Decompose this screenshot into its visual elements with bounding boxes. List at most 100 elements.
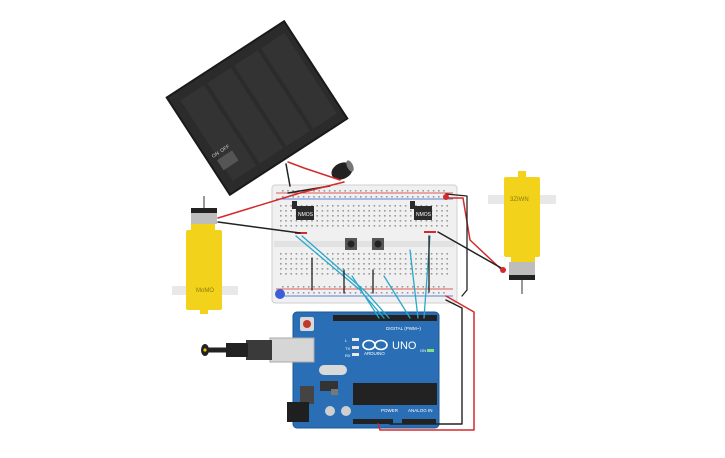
diode-component[interactable] xyxy=(275,289,285,299)
breadboard-hole xyxy=(441,225,443,227)
usb-cable[interactable] xyxy=(201,337,315,363)
breadboard-hole xyxy=(404,253,407,255)
transistor-left[interactable]: NMOS xyxy=(292,201,314,220)
breadboard-hole xyxy=(300,273,303,275)
breadboard-hole xyxy=(420,205,422,207)
breadboard-hole xyxy=(287,286,289,288)
breadboard-hole xyxy=(342,253,344,255)
capacitor[interactable] xyxy=(329,159,356,183)
breadboard-hole xyxy=(443,190,445,192)
breadboard-hole xyxy=(380,292,383,294)
breadboard-hole xyxy=(285,215,287,217)
push-button-left[interactable] xyxy=(345,238,357,250)
battery-pack[interactable]: ON OFF xyxy=(165,19,349,197)
breadboard-hole xyxy=(446,258,448,260)
motor-left[interactable]: MoMO xyxy=(172,196,238,314)
digital-header[interactable] xyxy=(333,315,437,321)
motor-right[interactable]: 3ZIWN xyxy=(488,171,556,294)
breadboard-hole xyxy=(280,273,282,275)
breadboard-hole xyxy=(417,292,419,294)
breadboard-hole xyxy=(432,190,435,192)
breadboard-hole xyxy=(406,286,409,288)
arduino-uno[interactable]: DIGITAL (PWM~) L TX RX ARDUINO UNO ON PO… xyxy=(287,311,440,429)
breadboard-hole xyxy=(342,210,344,212)
breadboard-hole xyxy=(436,220,438,222)
wire-blue[interactable] xyxy=(383,275,411,319)
wire-blue[interactable] xyxy=(301,235,390,319)
wire-blue[interactable] xyxy=(409,249,419,319)
breadboard-hole xyxy=(363,273,365,275)
wire-red[interactable] xyxy=(217,181,345,219)
breadboard-hole xyxy=(354,196,357,198)
analog-header[interactable] xyxy=(402,419,436,424)
breadboard-hole xyxy=(349,196,352,198)
breadboard-hole xyxy=(297,292,300,294)
breadboard-hole xyxy=(352,215,355,217)
breadboard-hole xyxy=(373,273,376,275)
breadboard-hole xyxy=(342,225,344,227)
breadboard-hole xyxy=(285,210,287,212)
breadboard-hole xyxy=(417,196,419,198)
breadboard-hole xyxy=(323,286,326,288)
breadboard-hole xyxy=(396,196,398,198)
breadboard-hole xyxy=(389,225,391,227)
breadboard-hole xyxy=(438,190,440,192)
breadboard-hole xyxy=(443,286,445,288)
breadboard-hole xyxy=(436,253,438,255)
breadboard-hole xyxy=(378,273,381,275)
power-header-label: POWER xyxy=(381,408,399,413)
breadboard-hole xyxy=(417,286,419,288)
breadboard-hole xyxy=(422,292,424,294)
breadboard-hole xyxy=(358,273,360,275)
wire-black[interactable] xyxy=(285,163,291,187)
breadboard-hole xyxy=(344,286,346,288)
breadboard-hole xyxy=(334,292,336,294)
breadboard-hole xyxy=(292,190,294,192)
breadboard-hole xyxy=(373,268,376,270)
power-header[interactable] xyxy=(353,419,393,424)
breadboard-hole xyxy=(308,196,310,198)
wires[interactable] xyxy=(217,161,504,431)
connector-dot[interactable] xyxy=(443,194,449,200)
breadboard-hole xyxy=(297,196,300,198)
wire-black[interactable] xyxy=(445,193,468,297)
transistor-right[interactable]: NMOS xyxy=(410,201,432,220)
breadboard-hole xyxy=(326,225,329,227)
wire-red[interactable] xyxy=(377,295,475,431)
battery-switch[interactable] xyxy=(216,150,239,171)
wire-red[interactable] xyxy=(287,161,341,181)
breadboard-hole xyxy=(380,196,383,198)
wire-black[interactable] xyxy=(437,231,504,270)
breadboard[interactable] xyxy=(271,184,458,304)
breadboard-hole xyxy=(334,286,336,288)
breadboard-hole xyxy=(404,258,407,260)
breadboard-hole xyxy=(295,225,298,227)
breadboard-hole xyxy=(368,225,370,227)
breadboard-hole xyxy=(290,263,292,265)
breadboard-hole xyxy=(334,190,336,192)
breadboard-hole xyxy=(446,215,448,217)
connector-dot[interactable] xyxy=(500,267,506,273)
breadboard-hole xyxy=(446,210,448,212)
breadboard-hole xyxy=(410,273,412,275)
wire-blue[interactable] xyxy=(351,275,380,319)
breadboard-hole xyxy=(339,286,341,288)
breadboard-hole xyxy=(363,215,365,217)
wire-blue[interactable] xyxy=(295,235,385,319)
breadboard-hole xyxy=(446,268,448,270)
push-button-right[interactable] xyxy=(372,238,384,250)
breadboard-hole xyxy=(363,205,365,207)
power-jack[interactable] xyxy=(287,402,309,422)
breadboard-hole xyxy=(316,258,318,260)
breadboard-hole xyxy=(337,215,339,217)
breadboard-hole xyxy=(313,196,315,198)
breadboard-hole xyxy=(399,268,402,270)
wire-black[interactable] xyxy=(389,299,463,425)
breadboard-hole xyxy=(282,286,284,288)
breadboard-hole xyxy=(337,258,339,260)
breadboard-hole xyxy=(290,273,292,275)
breadboard-hole xyxy=(422,286,424,288)
breadboard-hole xyxy=(430,258,433,260)
wire-black[interactable] xyxy=(217,221,301,234)
breadboard-hole xyxy=(446,225,448,227)
